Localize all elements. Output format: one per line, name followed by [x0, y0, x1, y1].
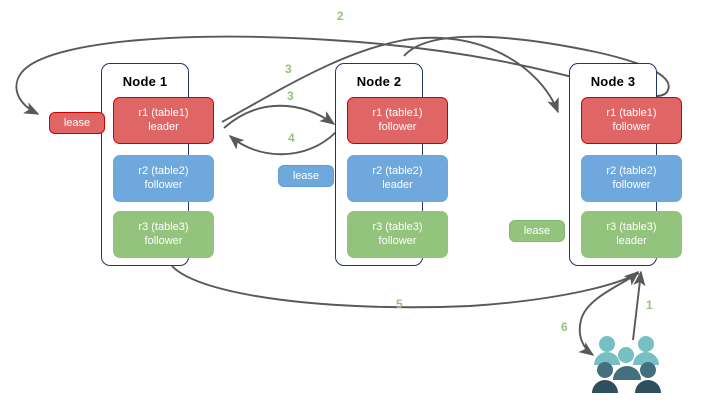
node-3-replica-r1-role: follower — [612, 120, 651, 133]
node-2-replica-r3-name: r3 (table3) — [372, 221, 423, 233]
node-3-replica-r3-role: leader — [616, 234, 647, 247]
node-3-replica-r2[interactable]: r2 (table2) follower — [581, 155, 682, 202]
node-1-replica-r3-role: follower — [144, 234, 183, 247]
node-2-replica-r3[interactable]: r3 (table3) follower — [347, 211, 448, 258]
node-2-replica-r3-role: follower — [378, 234, 417, 247]
node-2-replica-r1-name: r1 (table1) — [372, 107, 423, 119]
arrow-step-5 — [171, 265, 640, 309]
lease-badge-blue[interactable]: lease — [278, 165, 334, 187]
node-2-replica-r2-role: leader — [382, 178, 413, 191]
step-label-3-upper: 3 — [285, 62, 292, 76]
lease-badge-green[interactable]: lease — [509, 220, 565, 242]
node-1-replica-r2[interactable]: r2 (table2) follower — [113, 155, 214, 202]
lease-badge-red[interactable]: lease — [49, 112, 105, 134]
node-3-replica-r3-name: r3 (table3) — [606, 221, 657, 233]
arrow-step-3-to-node2 — [223, 104, 336, 129]
node-2-title: Node 2 — [356, 74, 402, 89]
node-1-replica-r2-role: follower — [144, 178, 183, 191]
lease-badge-red-label: lease — [63, 117, 91, 129]
node-1-replica-r2-name: r2 (table2) — [138, 165, 189, 177]
node-1-replica-r3[interactable]: r3 (table3) follower — [113, 211, 214, 258]
lease-badge-blue-label: lease — [292, 170, 320, 182]
step-label-6: 6 — [561, 320, 568, 334]
step-label-1: 1 — [646, 298, 653, 312]
users-icon — [592, 336, 661, 393]
node-1-replica-r3-name: r3 (table3) — [138, 221, 189, 233]
node-2-replica-r1-role: follower — [378, 120, 417, 133]
arrow-step-1 — [632, 270, 646, 341]
node-3-title: Node 3 — [590, 74, 636, 89]
node-3-replica-r2-role: follower — [612, 178, 651, 191]
step-label-5: 5 — [396, 297, 403, 311]
node-1-replica-r1-role: leader — [148, 120, 179, 133]
node-3-replica-r3[interactable]: r3 (table3) leader — [581, 211, 682, 258]
node-3-replica-r1-name: r1 (table1) — [606, 107, 657, 119]
node-3-replica-r2-name: r2 (table2) — [606, 165, 657, 177]
node-1-title: Node 1 — [122, 74, 168, 89]
arrow-step-4 — [228, 131, 337, 156]
node-2-replica-r2-name: r2 (table2) — [372, 165, 423, 177]
step-label-2: 2 — [337, 9, 344, 23]
node-2-replica-r2[interactable]: r2 (table2) leader — [347, 155, 448, 202]
node-2-replica-r1[interactable]: r1 (table1) follower — [347, 97, 448, 144]
node-1-replica-r1-name: r1 (table1) — [138, 107, 189, 119]
step-label-4: 4 — [288, 131, 295, 145]
node-1-replica-r1[interactable]: r1 (table1) leader — [113, 97, 214, 144]
lease-badge-green-label: lease — [523, 225, 551, 237]
node-3-replica-r1[interactable]: r1 (table1) follower — [581, 97, 682, 144]
step-label-3-lower: 3 — [287, 89, 294, 103]
